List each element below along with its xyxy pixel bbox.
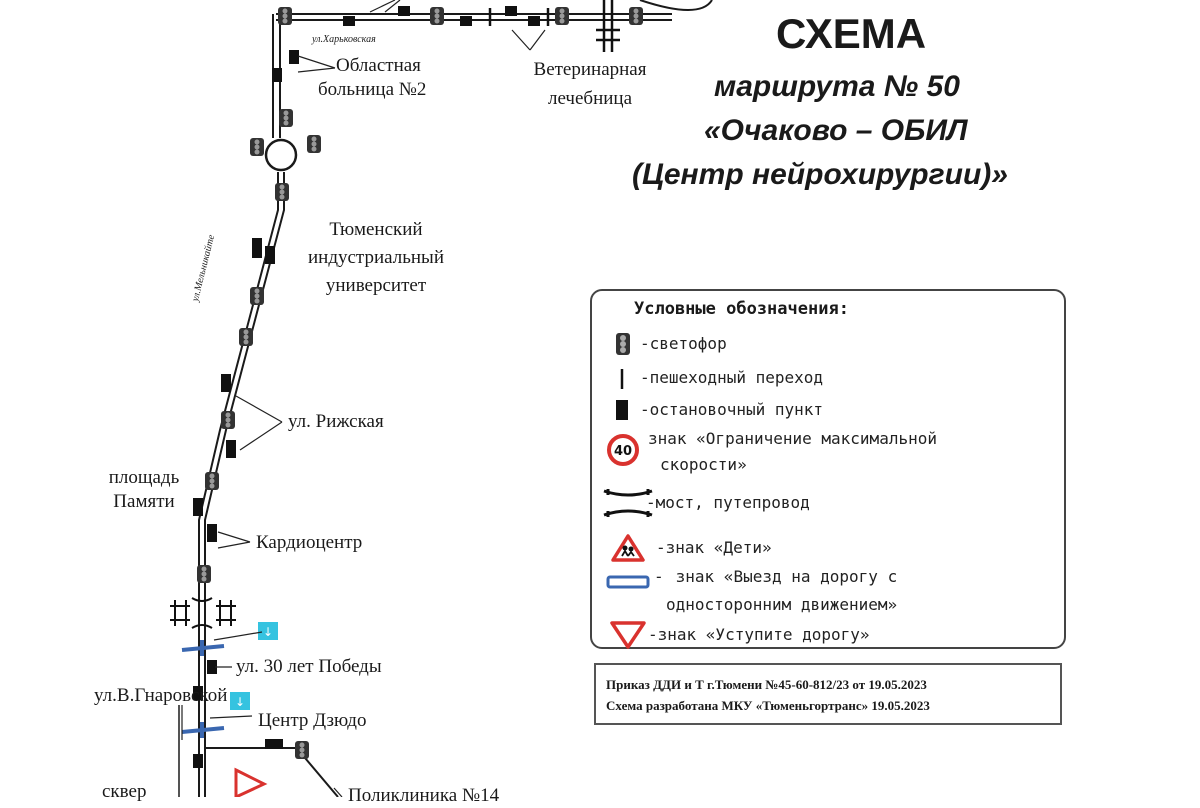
bus-stop-icon — [265, 246, 275, 264]
title-route-name: «Очаково – ОБИЛ — [704, 114, 968, 147]
stop-label-skver: сквер — [102, 781, 147, 802]
traffic-light-icon — [430, 7, 444, 25]
bus-stop-icon — [272, 68, 282, 82]
bus-stop-icon — [193, 686, 203, 700]
stop-label-poliklinika: Поликлиника №14 — [348, 785, 500, 806]
leader-lines — [181, 0, 546, 797]
legend-panel: Условные обозначения: -светофор -пешеход… — [590, 289, 1066, 649]
stop-label-line: лечебница — [547, 88, 633, 109]
order-line-1: Приказ ДДИ и Т г.Тюмени №45-60-812/23 от… — [606, 677, 927, 692]
legend-item-crosswalk: -пешеходный переход — [640, 368, 824, 387]
bus-stop-icon — [193, 754, 203, 768]
traffic-light-icon — [250, 287, 264, 305]
svg-text:↓: ↓ — [263, 625, 273, 639]
bus-stop-icon — [193, 498, 203, 516]
title-route-name-2: (Центр нейрохирургии)» — [632, 158, 1008, 191]
traffic-light-icon — [250, 138, 264, 156]
stop-label-line: Ветеринарная — [533, 59, 647, 80]
legend-item-yield: -знак «Уступите дорогу» — [648, 625, 870, 644]
bus-stop-icon — [616, 400, 628, 420]
svg-text:↓: ↓ — [235, 695, 245, 709]
bus-stop-icon — [460, 16, 472, 26]
order-line-2: Схема разработана МКУ «Тюменьгортранс» 1… — [606, 698, 930, 713]
stop-label-tiu: Тюменский индустриальный университет — [286, 216, 466, 300]
traffic-light-icon — [307, 135, 321, 153]
bus-stop-icon — [207, 524, 217, 542]
legend-heading: Условные обозначения: — [634, 299, 849, 319]
legend-item-children: -знак «Дети» — [656, 538, 772, 557]
stop-label-30-let: ул. 30 лет Победы — [236, 656, 382, 677]
traffic-light-icon — [295, 741, 309, 759]
top-roundabout — [639, 0, 713, 11]
bus-stop-icon — [528, 16, 540, 26]
stop-label-line: больница №2 — [318, 79, 427, 100]
traffic-light-icon — [197, 565, 211, 583]
title-route-number: маршрута № 50 — [714, 70, 960, 103]
legend-item-one-way-2: односторонним движением» — [666, 595, 898, 614]
bridge-icon — [603, 489, 653, 517]
one-way-bars — [181, 640, 225, 738]
legend-dash: - — [654, 567, 664, 586]
legend-item-one-way: -знак «Выезд на дорогу с — [654, 565, 897, 589]
legend-item-speed-limit: знак «Ограничение максимальной — [648, 429, 937, 448]
yield-sign-icon — [610, 621, 646, 649]
legend-item-one-way-text: знак «Выезд на дорогу с — [675, 567, 898, 586]
traffic-light-icon — [205, 472, 219, 490]
legend-item-bus-stop: -остановочный пункт — [640, 400, 824, 419]
stop-label-dzyudo: Центр Дзюдо — [258, 710, 367, 731]
traffic-light-icon — [239, 328, 253, 346]
bus-stop-icon — [221, 374, 231, 392]
traffic-light-icon — [616, 333, 630, 355]
bus-stop-icon — [343, 16, 355, 26]
bus-stop-icon — [226, 440, 236, 458]
crosswalk-icon — [620, 369, 624, 389]
yield-sign-icon — [234, 767, 268, 797]
traffic-light-icon — [275, 183, 289, 201]
stop-label-line: индустриальный — [308, 247, 444, 268]
speed-limit-sign-icon: 40 — [607, 434, 639, 466]
traffic-lights — [197, 7, 643, 759]
roundabout — [264, 138, 298, 172]
traffic-light-icon — [278, 7, 292, 25]
bus-stop-icon — [252, 238, 262, 258]
stop-label-veterinary: Ветеринарная лечебница — [517, 58, 663, 111]
traffic-light-icon — [555, 7, 569, 25]
bus-stop-icon — [207, 660, 217, 674]
bus-stop-icon — [289, 50, 299, 64]
title-scheme: СХЕМА — [776, 10, 927, 57]
stop-label-oblastnaya: Областная больница №2 — [318, 54, 426, 102]
children-sign-icon — [611, 534, 645, 562]
stop-label-line: Областная — [336, 55, 421, 76]
order-info-box: Приказ ДДИ и Т г.Тюмени №45-60-812/23 от… — [594, 663, 1062, 725]
stop-label-line: Памяти — [113, 491, 175, 512]
stop-label-ploshchad: площадь Памяти — [94, 466, 194, 514]
traffic-light-icon — [279, 109, 293, 127]
stop-label-kardio: Кардиоцентр — [256, 532, 363, 553]
stop-label-line: университет — [325, 275, 427, 296]
traffic-light-icon — [629, 7, 643, 25]
street-kharkovskaya: ул.Харьковская — [312, 34, 376, 45]
stop-label-gnarovskoy: ул.В.Гнаровской — [94, 685, 228, 706]
speed-limit-value: 40 — [614, 444, 632, 459]
legend-item-bridge: -мост, путепровод — [646, 493, 810, 512]
one-way-exit-sign-icon: ↓ ↓ — [230, 622, 278, 710]
legend-item-traffic-light: -светофор — [640, 334, 727, 353]
bridge-icon — [170, 597, 236, 629]
stop-label-line: Тюменский — [329, 219, 423, 240]
stop-label-rizhskaya: ул. Рижская — [288, 411, 384, 432]
bus-stop-icon — [505, 6, 517, 16]
bus-stops — [193, 6, 540, 768]
legend-item-speed-limit-2: скорости» — [660, 455, 747, 474]
bus-stop-icon — [398, 6, 410, 16]
bus-stop-icon — [265, 739, 283, 749]
one-way-exit-sign-icon — [606, 575, 650, 589]
traffic-light-icon — [221, 411, 235, 429]
crosswalks — [488, 0, 620, 52]
stop-label-line: площадь — [108, 467, 180, 488]
